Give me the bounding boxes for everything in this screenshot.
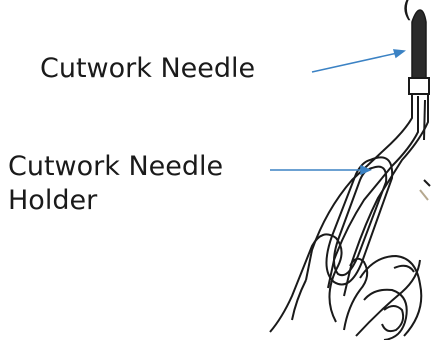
cropped-paren-text: ( (402, 0, 413, 24)
cutwork-needle (408, 9, 430, 95)
cutwork-needle-label: Cutwork Needle (40, 53, 256, 84)
leader-lines (270, 49, 406, 176)
needle-leader-line (311, 51, 403, 73)
needle-holder-label-line1: Cutwork Needle (8, 151, 224, 182)
hand-illustration (269, 179, 431, 340)
needle-holder (305, 94, 429, 297)
needle-holder-label-line2: Holder (8, 185, 98, 216)
